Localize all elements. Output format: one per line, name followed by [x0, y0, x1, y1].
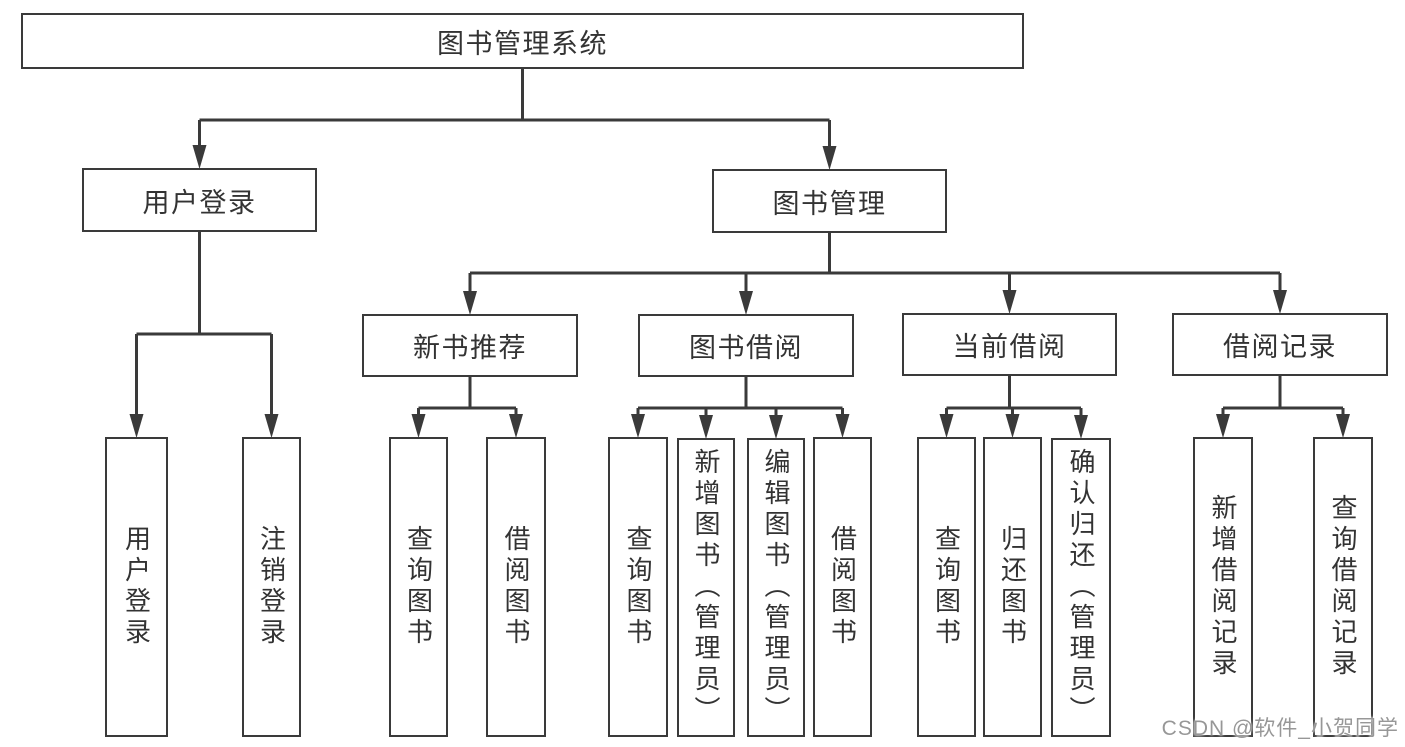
arrowhead-icon: [699, 415, 713, 439]
node-label: 注销登录: [256, 525, 287, 649]
node-bb-edit: 编辑图书（管理员）: [747, 438, 805, 737]
node-root: 图书管理系统: [21, 13, 1024, 69]
node-label: 查询图书: [403, 525, 434, 649]
arrowhead-icon: [939, 414, 954, 438]
node-label: 图书借阅: [689, 333, 803, 363]
arrowhead-icon: [1216, 414, 1230, 438]
arrowhead-icon: [835, 414, 850, 438]
node-bb-borrow: 借阅图书: [813, 437, 872, 737]
node-nb-borrow: 借阅图书: [486, 437, 546, 737]
arrowhead-icon: [631, 414, 645, 438]
node-cb-return: 归还图书: [983, 437, 1042, 737]
arrowhead-icon: [1273, 290, 1287, 314]
node-book-borrow: 图书借阅: [638, 314, 854, 377]
node-label: 借阅图书: [827, 525, 858, 649]
node-label: 归还图书: [997, 525, 1028, 649]
node-br-add: 新增借阅记录: [1193, 437, 1253, 737]
node-label: 图书管理: [772, 188, 887, 219]
node-label: 确认归还（管理员）: [1066, 448, 1096, 727]
node-cb-confirm: 确认归还（管理员）: [1051, 438, 1111, 737]
node-label: 用户登录: [121, 525, 152, 649]
node-bb-query: 查询图书: [608, 437, 668, 737]
node-cb-query: 查询图书: [917, 437, 976, 737]
arrowhead-icon: [411, 414, 426, 438]
node-label: 用户登录: [142, 187, 257, 218]
arrowhead-icon: [1005, 414, 1020, 438]
node-label: 查询图书: [623, 525, 653, 649]
node-login: 用户登录: [105, 437, 168, 737]
node-bb-add: 新增图书（管理员）: [677, 438, 735, 737]
node-book-mgmt: 图书管理: [712, 169, 947, 233]
node-user-login: 用户登录: [82, 168, 317, 232]
node-label: 新增图书（管理员）: [691, 448, 721, 727]
node-label: 借阅记录: [1223, 332, 1337, 362]
watermark-text: CSDN @软件_小贺同学: [1161, 717, 1399, 740]
node-label: 图书管理系统: [437, 28, 608, 59]
node-label: 查询图书: [931, 525, 962, 649]
node-label: 借阅图书: [501, 525, 531, 649]
arrowhead-icon: [769, 415, 783, 439]
arrowhead-icon: [1002, 290, 1017, 314]
node-new-books: 新书推荐: [362, 314, 578, 377]
arrowhead-icon: [1074, 415, 1088, 439]
arrowhead-icon: [192, 145, 207, 169]
arrowhead-icon: [509, 414, 523, 438]
arrowhead-icon: [1336, 414, 1350, 438]
node-label: 当前借阅: [952, 332, 1067, 362]
node-logout: 注销登录: [242, 437, 301, 737]
node-br-query: 查询借阅记录: [1313, 437, 1373, 737]
node-borrow-records: 借阅记录: [1172, 313, 1388, 376]
arrowhead-icon: [822, 146, 837, 170]
arrowhead-icon: [463, 291, 477, 315]
node-current-borrow: 当前借阅: [902, 313, 1117, 376]
arrowhead-icon: [739, 291, 753, 315]
node-label: 新书推荐: [413, 333, 527, 363]
node-label: 新增借阅记录: [1208, 494, 1238, 680]
node-nb-query: 查询图书: [389, 437, 448, 737]
arrowhead-icon: [129, 414, 144, 438]
node-label: 编辑图书（管理员）: [761, 448, 791, 727]
node-label: 查询借阅记录: [1328, 494, 1358, 680]
arrowhead-icon: [264, 414, 279, 438]
